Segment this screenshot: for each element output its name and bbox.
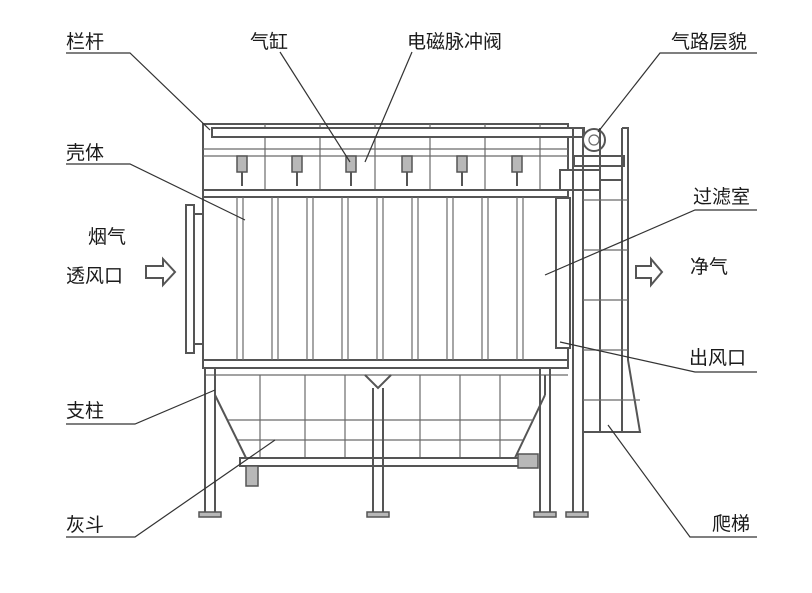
- label-inlet: 透风口: [66, 265, 123, 287]
- pulse-valve: [511, 155, 523, 186]
- air-path-pipe: [559, 128, 625, 191]
- collector-body: [145, 123, 664, 518]
- ash-hopper-frame: [205, 367, 568, 487]
- label-support: 支柱: [66, 400, 104, 422]
- ladder: [565, 127, 642, 518]
- pulse-valve: [456, 155, 468, 186]
- support-legs: [198, 368, 557, 518]
- label-railing: 栏杆: [66, 31, 104, 53]
- pulse-valve: [236, 155, 248, 186]
- outlet-arrow-icon: [635, 256, 664, 288]
- pulse-valve: [291, 155, 303, 186]
- railing-pipe: [211, 127, 585, 138]
- label-ladder: 爬梯: [712, 513, 750, 535]
- shell: [202, 189, 569, 369]
- pulse-valve: [345, 155, 357, 186]
- filter-bags: [236, 197, 524, 360]
- label-clean-gas: 净气: [690, 256, 728, 278]
- label-pulse-valve: 电磁脉冲阀: [407, 31, 502, 53]
- label-outlet: 出风口: [689, 347, 746, 369]
- label-ash-hopper: 灰斗: [66, 514, 104, 536]
- inlet-arrow-icon: [145, 256, 177, 288]
- label-filter-room: 过滤室: [693, 186, 750, 208]
- label-air-path: 气路层貌: [671, 31, 747, 53]
- leader-lines: [66, 51, 757, 538]
- pulse-valves: [236, 155, 523, 186]
- inlet-flange: [185, 204, 195, 354]
- labels: 栏杆 气缸 电磁脉冲阀 气路层貌 壳体 过滤室 烟气 透风口 净气 出风口 支柱…: [66, 31, 750, 536]
- label-flue-gas: 烟气: [88, 226, 126, 248]
- outlet-duct: [555, 197, 571, 349]
- label-shell: 壳体: [66, 142, 104, 164]
- label-cylinder: 气缸: [250, 31, 288, 53]
- pulse-valve: [401, 155, 413, 186]
